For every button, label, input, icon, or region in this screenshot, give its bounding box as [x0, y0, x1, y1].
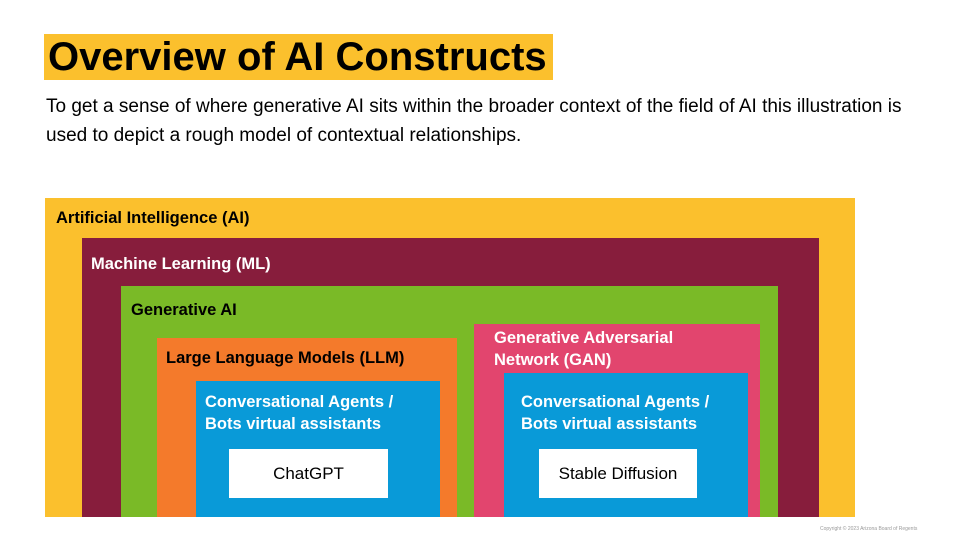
- llm-agents-label-line2: Bots virtual assistants: [205, 415, 382, 433]
- ml-label: Machine Learning (ML): [91, 255, 271, 273]
- llm-agents-label-line1: Conversational Agents /: [205, 393, 394, 411]
- ai-label: Artificial Intelligence (AI): [56, 209, 250, 227]
- gan-agents-label-line2: Bots virtual assistants: [521, 415, 698, 433]
- gan-label-line1: Generative Adversarial: [494, 329, 674, 347]
- chatgpt-box: ChatGPT: [229, 449, 388, 498]
- gan-label-line2: Network (GAN): [494, 351, 612, 369]
- copyright-notice: Copyright © 2023 Arizona Board of Regent…: [820, 526, 918, 532]
- generative-ai-label: Generative AI: [131, 301, 237, 319]
- llm-label: Large Language Models (LLM): [166, 349, 405, 367]
- gan-agents-label-line1: Conversational Agents /: [521, 393, 710, 411]
- stable-diffusion-box: Stable Diffusion: [539, 449, 697, 498]
- slide-title: Overview of AI Constructs: [44, 34, 553, 80]
- slide-subtitle: To get a sense of where generative AI si…: [46, 96, 902, 146]
